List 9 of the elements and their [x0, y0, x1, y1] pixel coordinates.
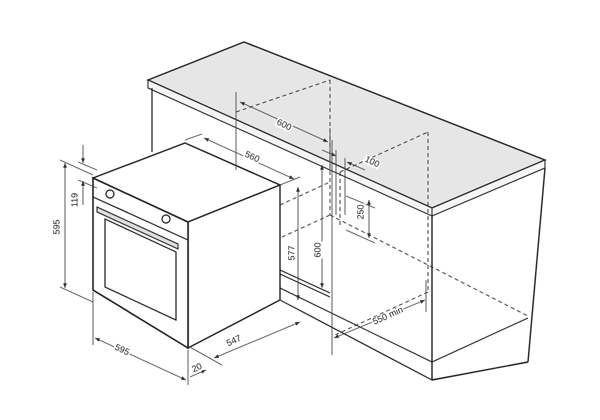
dimension-label: 600 — [314, 241, 322, 259]
dimension-label: 595 — [112, 342, 132, 358]
dimension-label: 20 — [190, 361, 204, 375]
dimension-label: 560 — [242, 149, 262, 165]
dimension-label: 550 min — [370, 304, 406, 328]
dimension-label: 595 — [52, 218, 62, 236]
dimension-label: 250 — [356, 203, 366, 221]
dimension-label: 119 — [70, 192, 80, 208]
dimension-label: 577 — [288, 244, 296, 262]
